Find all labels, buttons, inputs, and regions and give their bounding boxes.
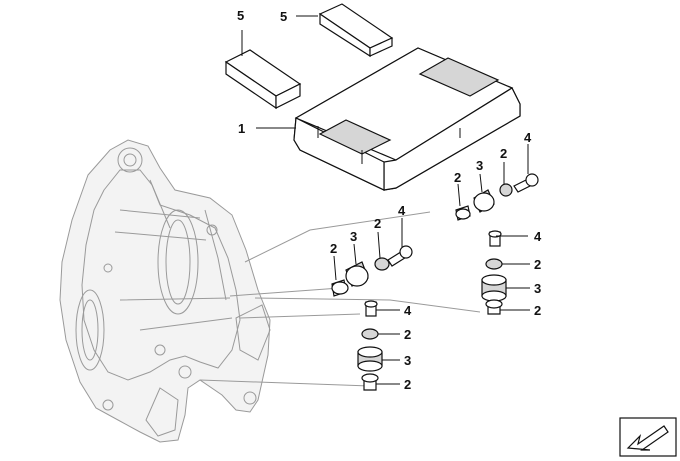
callout-g4-2a: 2 bbox=[534, 257, 541, 272]
mount-group-center-stack bbox=[357, 300, 383, 391]
foam-pad-left bbox=[224, 49, 302, 110]
callout-5-left: 5 bbox=[237, 8, 244, 23]
callout-g1-3: 3 bbox=[476, 158, 483, 173]
callout-5-right: 5 bbox=[280, 9, 287, 24]
leader-lines bbox=[241, 15, 530, 385]
direction-arrow-icon bbox=[619, 417, 677, 457]
frame-leader-lines bbox=[199, 211, 481, 387]
mount-group-middle-left bbox=[331, 245, 413, 297]
callout-g1-2a: 2 bbox=[500, 146, 507, 161]
callout-g2-4: 4 bbox=[398, 203, 406, 218]
callout-g1-2b: 2 bbox=[454, 170, 461, 185]
callout-g3-2a: 2 bbox=[404, 327, 411, 342]
callout-g4-3: 3 bbox=[534, 281, 541, 296]
callout-g3-3: 3 bbox=[404, 353, 411, 368]
frame-structure bbox=[59, 139, 271, 443]
callout-g2-2b: 2 bbox=[330, 241, 337, 256]
callout-g2-2a: 2 bbox=[374, 216, 381, 231]
mount-group-right-stack bbox=[481, 230, 507, 315]
mount-group-upper-right bbox=[455, 173, 539, 221]
callout-g4-4: 4 bbox=[534, 229, 542, 244]
callout-g2-3: 3 bbox=[350, 229, 357, 244]
callout-g3-4: 4 bbox=[404, 303, 412, 318]
control-unit-housing bbox=[293, 47, 521, 191]
callout-g1-4: 4 bbox=[524, 130, 532, 145]
foam-pad-right bbox=[318, 3, 394, 58]
callout-g3-2b: 2 bbox=[404, 377, 411, 392]
callout-1: 1 bbox=[238, 121, 245, 136]
callout-g4-2b: 2 bbox=[534, 303, 541, 318]
callout-labels: 1 5 5 4 2 3 2 4 2 3 2 4 2 3 2 4 2 3 2 bbox=[237, 8, 542, 392]
